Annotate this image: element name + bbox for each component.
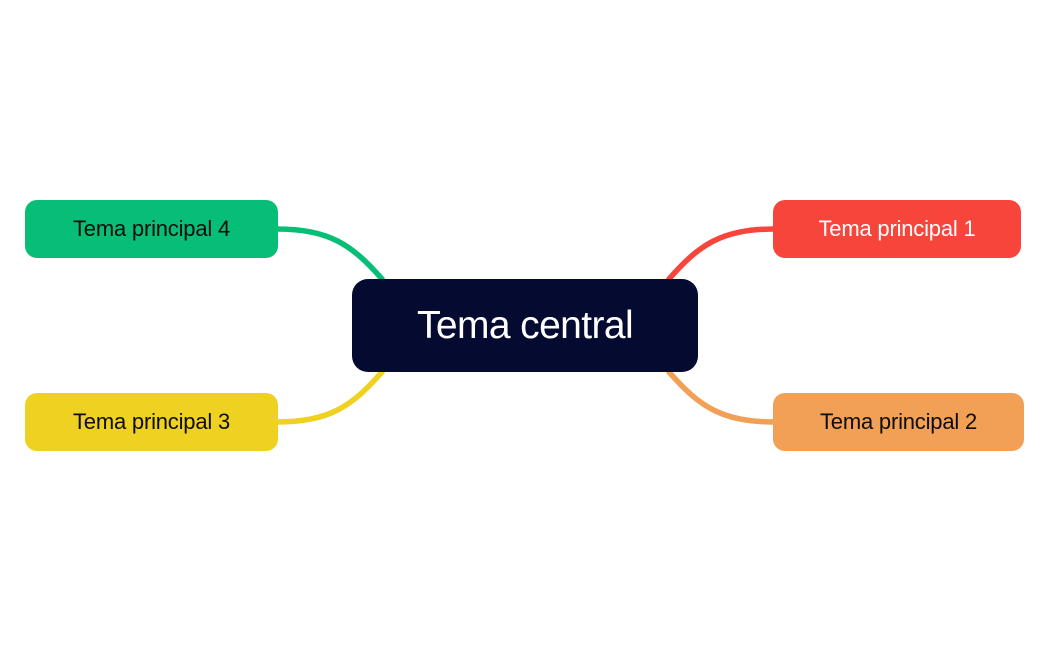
central-topic-label: Tema central: [416, 304, 634, 347]
branch-label-topic-1: Tema principal 1: [818, 216, 976, 241]
branch-label-topic-2: Tema principal 2: [820, 409, 977, 434]
branch-node-topic-3[interactable]: Tema principal 3: [25, 393, 278, 451]
connector-topic-1: [666, 226, 778, 282]
connector-topic-3: [273, 369, 385, 425]
branch-node-topic-2[interactable]: Tema principal 2: [773, 393, 1024, 451]
connector-topic-4: [273, 226, 385, 282]
branch-node-topic-1[interactable]: Tema principal 1: [773, 200, 1021, 258]
branch-node-topic-4[interactable]: Tema principal 4: [25, 200, 278, 258]
central-topic-node[interactable]: Tema central: [352, 279, 698, 372]
branch-label-topic-3: Tema principal 3: [73, 409, 230, 434]
connector-topic-2: [666, 369, 778, 425]
branch-label-topic-4: Tema principal 4: [73, 216, 230, 241]
